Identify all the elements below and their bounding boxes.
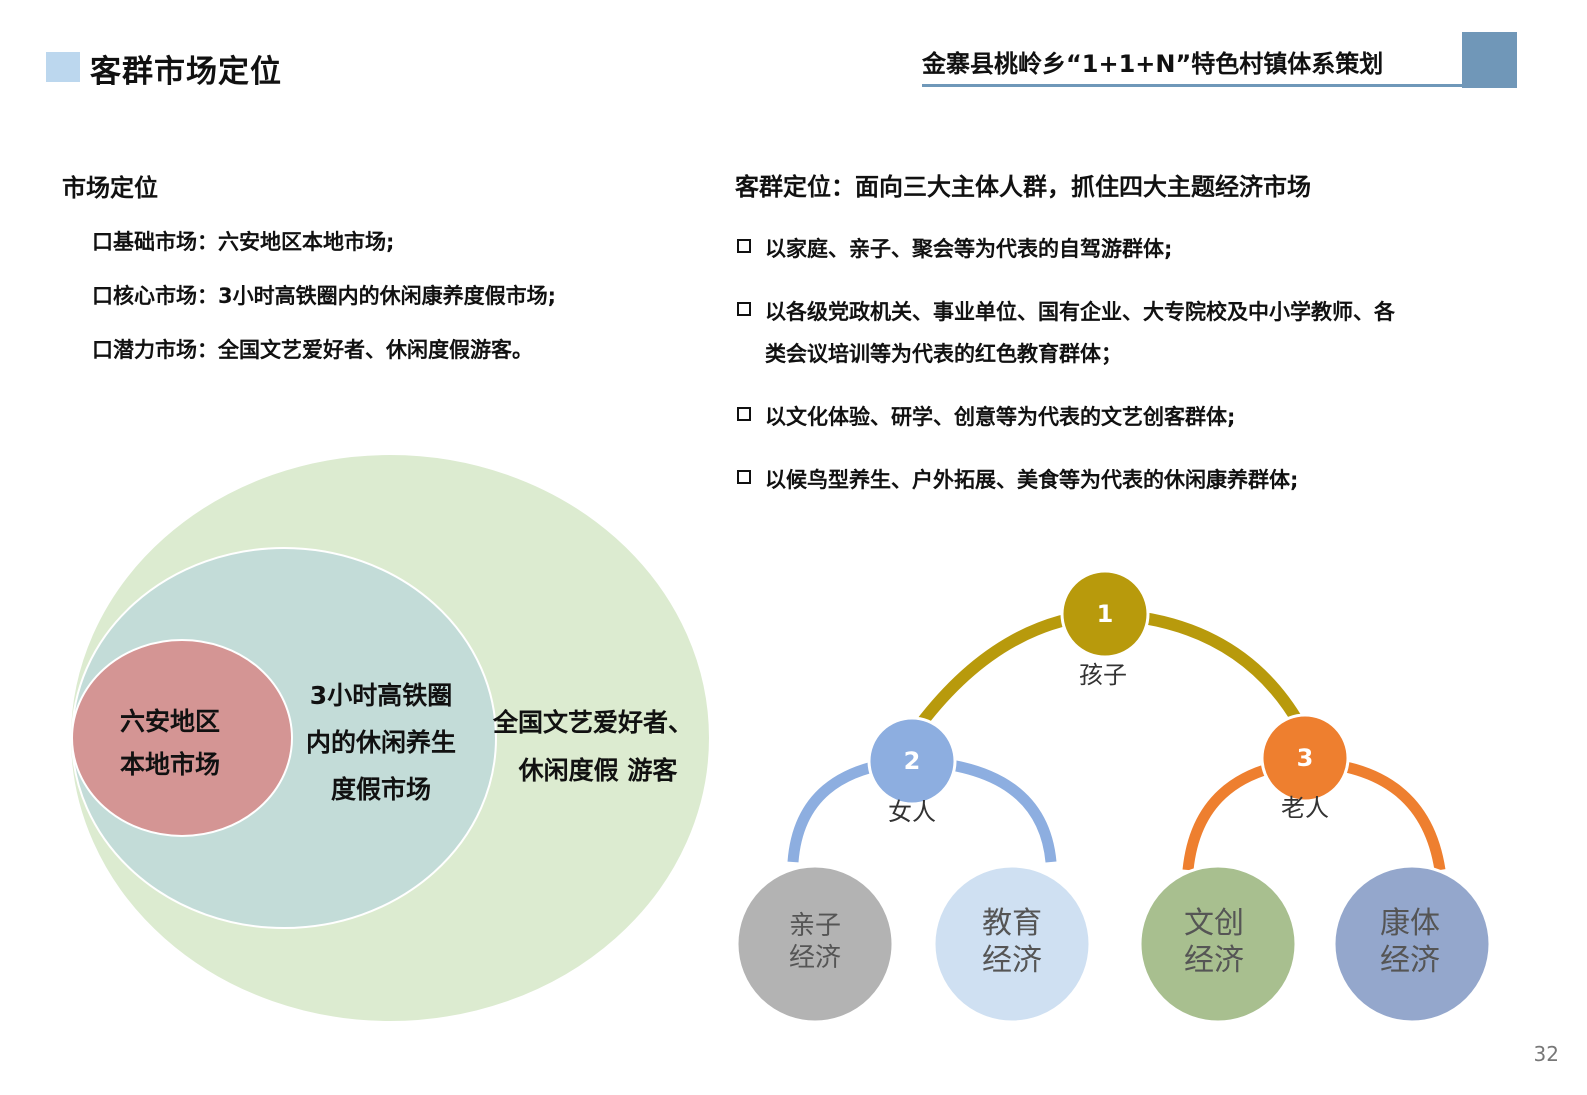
customer-item-selfdrive: 以家庭、亲子、聚会等为代表的自驾游群体; — [765, 237, 1173, 261]
market-heading: 市场定位 — [62, 174, 158, 202]
node-number-2: 2 — [904, 747, 921, 775]
market-venn-diagram: 六安地区 本地市场 3小时高铁圈 内的休闲养生 度假市场 全国文艺爱好者、 休闲… — [69, 453, 711, 1023]
node-number-1: 1 — [1097, 600, 1114, 628]
market-item-core: 口核心市场：3小时高铁圈内的休闲康养度假市场; — [92, 284, 557, 308]
inner-market-circle — [71, 639, 293, 837]
economy-circle-2 — [932, 864, 1092, 1024]
project-title: 金寨县桃岭乡“1+1+N”特色村镇体系策划 — [922, 50, 1384, 78]
node-circle-1 — [1060, 569, 1150, 659]
economy-1-line1: 亲子 — [789, 911, 841, 941]
market-item-potential: 口潜力市场：全国文艺爱好者、休闲度假游客。 — [92, 338, 533, 362]
node-circle-2 — [867, 716, 957, 806]
inner-label-line2: 本地市场 — [120, 750, 220, 779]
checkbox-icon — [737, 470, 751, 484]
outer-label-line1: 全国文艺爱好者、 — [492, 708, 693, 737]
economy-2-line2: 经济 — [982, 943, 1042, 978]
middle-label-line1: 3小时高铁圈 — [310, 681, 452, 710]
middle-label-line2: 内的休闲养生 — [306, 728, 456, 757]
node-label-1: 孩子 — [1079, 661, 1127, 689]
checkbox-icon — [737, 302, 751, 316]
customer-tree-diagram: 1 2 3 孩子 女人 老人 亲子 经济 教育 经济 文创 经济 康体 经济 — [735, 569, 1492, 1024]
customer-item-wellness: 以候鸟型养生、户外拓展、美食等为代表的休闲康养群体; — [765, 468, 1299, 492]
checkbox-icon — [737, 239, 751, 253]
economy-2-line1: 教育 — [982, 906, 1042, 941]
outer-label-line2: 休闲度假 游客 — [518, 756, 678, 785]
economy-4-line1: 康体 — [1380, 906, 1440, 941]
section-title: 客群市场定位 — [90, 54, 282, 90]
customer-item-red-education-cont: 类会议培训等为代表的红色教育群体； — [765, 342, 1122, 366]
title-underline — [922, 84, 1462, 87]
economy-3-line1: 文创 — [1184, 906, 1244, 941]
economy-circle-3 — [1138, 864, 1298, 1024]
inner-label-line1: 六安地区 — [120, 707, 220, 736]
economy-1-line2: 经济 — [789, 943, 841, 973]
middle-label-line3: 度假市场 — [331, 775, 431, 804]
node-label-3: 老人 — [1281, 794, 1329, 822]
corner-block — [1462, 32, 1517, 88]
economy-circle-1 — [735, 864, 895, 1024]
economy-circle-4 — [1332, 864, 1492, 1024]
customer-item-red-education: 以各级党政机关、事业单位、国有企业、大专院校及中小学教师、各 — [765, 300, 1395, 324]
node-label-2: 女人 — [888, 798, 936, 826]
economy-4-line2: 经济 — [1380, 943, 1440, 978]
economy-3-line2: 经济 — [1184, 943, 1244, 978]
page-number: 32 — [1533, 1042, 1559, 1066]
section-marker — [46, 52, 80, 82]
checkbox-icon — [737, 407, 751, 421]
customer-heading: 客群定位：面向三大主体人群，抓住四大主题经济市场 — [735, 173, 1311, 201]
node-number-3: 3 — [1297, 744, 1314, 772]
node-circle-3 — [1260, 713, 1350, 803]
market-item-base: 口基础市场：六安地区本地市场; — [92, 230, 395, 254]
customer-item-creative: 以文化体验、研学、创意等为代表的文艺创客群体; — [765, 405, 1236, 429]
